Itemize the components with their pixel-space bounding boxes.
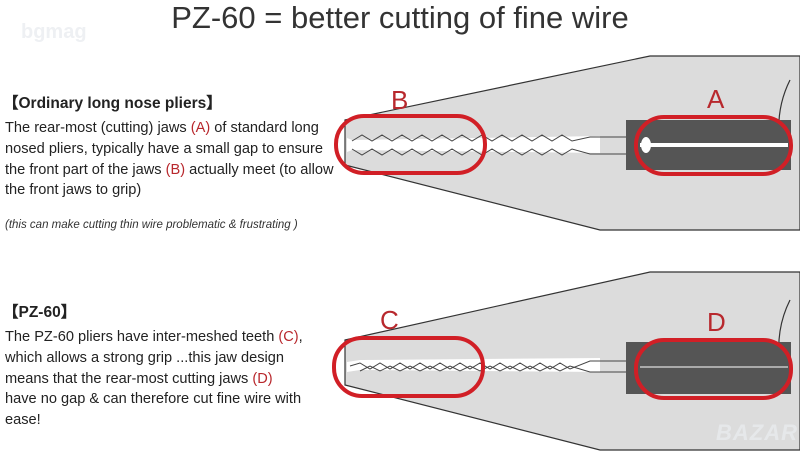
mark-c: (C)	[278, 329, 299, 345]
watermark-bgmag: bgmag	[21, 21, 87, 43]
watermark-bazar: BAZAR	[716, 420, 798, 445]
text: have no gap & can therefore cut fine wir…	[5, 391, 302, 429]
pz60-pliers-diagram: C D	[332, 271, 800, 451]
text: The PZ-60 pliers have inter-meshed teeth	[5, 329, 279, 345]
label-c: C	[380, 305, 399, 335]
ordinary-pliers-diagram: B A	[334, 55, 800, 231]
text: of standard long nosed pliers, typically…	[5, 120, 323, 178]
page-title: PZ-60 = better cutting of fine wire	[171, 0, 629, 35]
mark-a: (A)	[190, 120, 211, 136]
text: , which allows a strong grip ...this jaw…	[5, 329, 303, 387]
label-b: B	[391, 85, 408, 115]
section-heading: 【PZ-60】	[3, 304, 77, 321]
section-description: The rear-most (cutting) jaws (A) of stan…	[5, 118, 340, 201]
mark-b: (B)	[165, 161, 186, 178]
pz60-section: 【PZ-60】 The PZ-60 pliers have inter-mesh…	[3, 300, 340, 431]
label-d: D	[707, 307, 726, 337]
ordinary-pliers-section: 【Ordinary long nose pliers】 The rear-mos…	[3, 91, 340, 236]
text: The rear-most (cutting) jaws	[5, 120, 191, 136]
mark-d: (D)	[252, 370, 273, 387]
label-a: A	[707, 84, 725, 114]
section-description: The PZ-60 pliers have inter-meshed teeth…	[5, 327, 305, 431]
text: actually meet (to allow the front jaws t…	[5, 161, 334, 199]
section-heading: 【Ordinary long nose pliers】	[3, 95, 222, 112]
section-note: (this can make cutting thin wire problem…	[5, 219, 298, 232]
